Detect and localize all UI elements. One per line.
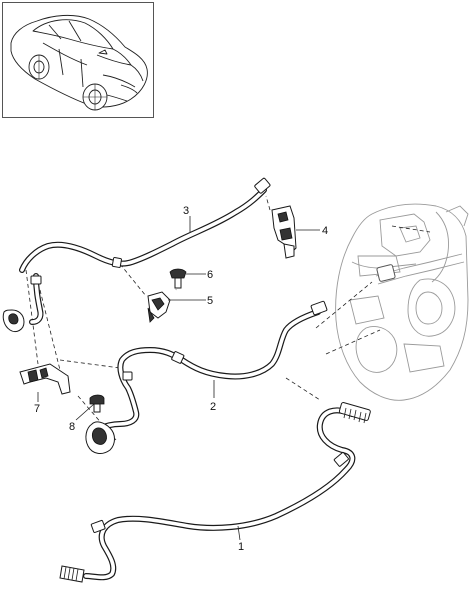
part-4-bracket xyxy=(271,205,297,259)
callout-2: 2 xyxy=(210,401,216,413)
hose-2 xyxy=(85,300,328,454)
callout-6: 6 xyxy=(207,269,213,281)
callout-5: 5 xyxy=(207,295,213,307)
callout-leaders xyxy=(37,216,320,541)
part-7-bracket xyxy=(19,363,71,395)
callout-7: 7 xyxy=(34,403,40,415)
vehicle-thumbnail xyxy=(2,2,154,118)
car-thumbnail-icon xyxy=(10,14,148,111)
part-6-bolt xyxy=(169,268,187,289)
dashed-leaders xyxy=(25,195,431,441)
part-5-holder xyxy=(147,291,171,323)
part-8-bolt xyxy=(89,394,105,413)
hose-1 xyxy=(59,402,371,583)
hose-1-corrugated-end xyxy=(338,402,371,424)
callout-4: 4 xyxy=(322,225,328,237)
callout-1: 1 xyxy=(238,541,244,553)
engine-ghost-outline xyxy=(335,203,469,401)
hose-3 xyxy=(2,177,271,333)
callout-3: 3 xyxy=(183,205,189,217)
callout-8: 8 xyxy=(69,421,75,433)
